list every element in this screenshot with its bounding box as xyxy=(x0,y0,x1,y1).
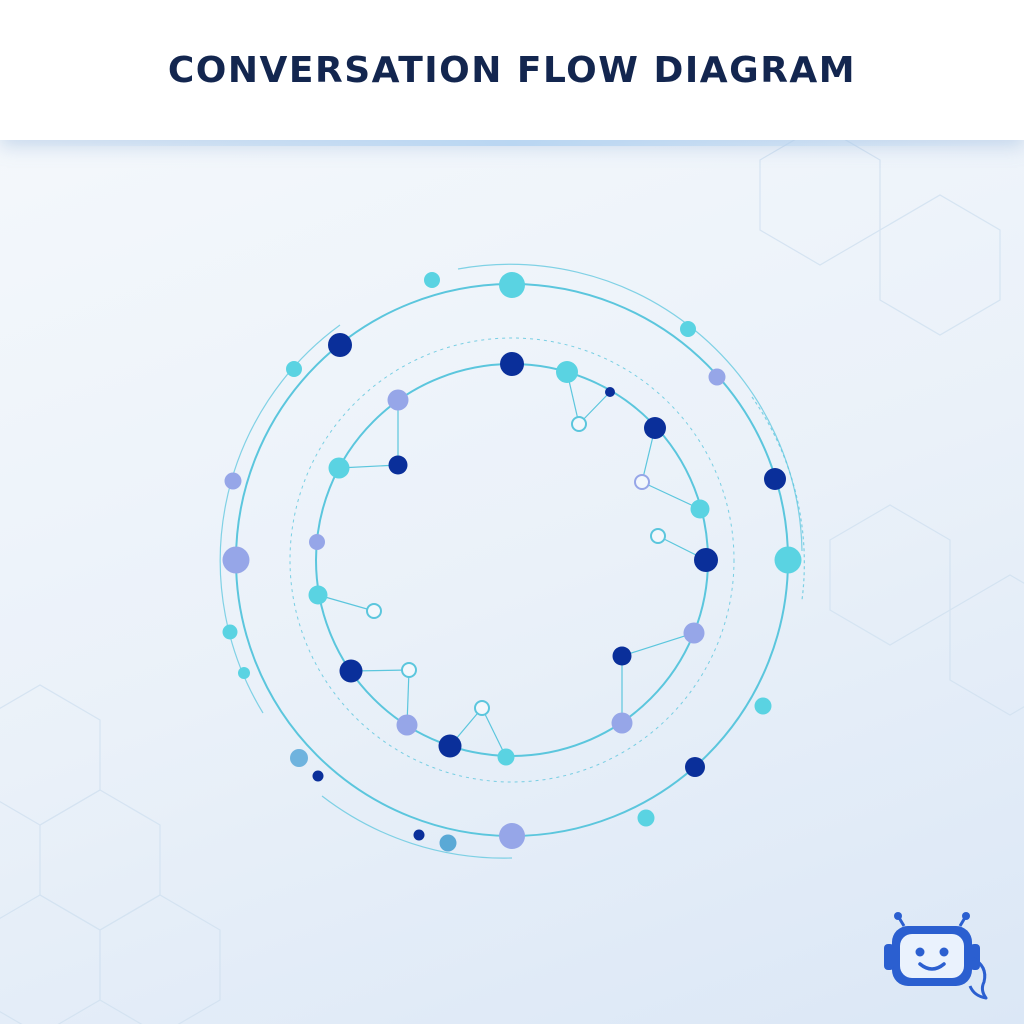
middle-dashed-ring xyxy=(289,337,735,783)
flow-node xyxy=(396,714,418,736)
flow-node xyxy=(683,622,705,644)
flow-node xyxy=(308,585,328,605)
header-bar: CONVERSATION FLOW DIAGRAM xyxy=(0,0,1024,146)
flow-node xyxy=(644,417,666,439)
flow-node xyxy=(754,697,772,715)
flow-node xyxy=(694,548,718,572)
hollow-nodes xyxy=(366,416,666,716)
flow-node xyxy=(328,457,350,479)
page-title: CONVERSATION FLOW DIAGRAM xyxy=(167,49,857,91)
hollow-node xyxy=(366,603,382,619)
flow-node xyxy=(238,667,250,679)
flow-node xyxy=(611,712,633,734)
flow-node xyxy=(309,534,325,550)
flow-node xyxy=(438,734,462,758)
flow-node xyxy=(222,624,238,640)
flow-node xyxy=(439,834,457,852)
outer-arc-right-dashed xyxy=(751,396,805,601)
flow-node xyxy=(413,829,425,841)
flow-node xyxy=(497,748,515,766)
flow-node xyxy=(388,455,408,475)
hollow-node xyxy=(401,662,417,678)
flow-node xyxy=(312,770,324,782)
flow-node xyxy=(224,472,242,490)
hollow-node xyxy=(650,528,666,544)
flow-node xyxy=(222,546,250,574)
flow-node xyxy=(500,352,524,376)
flow-node xyxy=(637,809,655,827)
hollow-node xyxy=(634,474,650,490)
header-accent-line xyxy=(0,140,1024,146)
flow-node xyxy=(556,361,578,383)
outer-arc-top xyxy=(457,263,803,552)
flow-node xyxy=(605,387,615,397)
flow-node xyxy=(774,546,802,574)
hollow-node xyxy=(474,700,490,716)
hollow-node xyxy=(571,416,587,432)
flow-node xyxy=(424,272,440,288)
flow-node xyxy=(286,361,302,377)
flow-node xyxy=(680,321,696,337)
robot-chat-icon xyxy=(884,912,988,1000)
flow-node xyxy=(290,749,308,767)
flow-node xyxy=(387,389,409,411)
flow-nodes xyxy=(222,272,802,852)
flow-node xyxy=(612,646,632,666)
flow-node xyxy=(764,468,786,490)
flow-node xyxy=(328,333,352,357)
outer-arc-bottom xyxy=(321,795,513,859)
flow-node xyxy=(685,757,705,777)
flow-node xyxy=(690,499,710,519)
flow-node xyxy=(339,659,363,683)
flow-node xyxy=(499,823,525,849)
flow-node xyxy=(708,368,726,386)
flow-node xyxy=(499,272,525,298)
